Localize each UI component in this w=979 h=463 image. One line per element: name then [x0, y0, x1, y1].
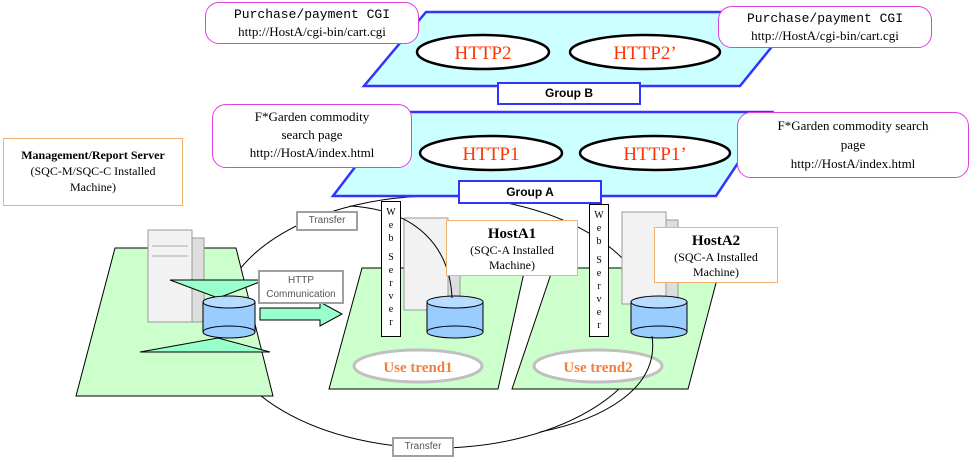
group-b-label: Group B	[497, 82, 641, 105]
collect-arrow-bottom	[139, 337, 271, 353]
http1-prime-callout: F*Garden commodity search page http://Ho…	[737, 112, 969, 178]
http2-callout: Purchase/payment CGI http://HostA/cgi-bi…	[205, 2, 419, 44]
transfer-top-label: Transfer	[296, 211, 358, 231]
collect-arrow-top	[169, 279, 266, 299]
use-trend1-label: Use trend1	[383, 360, 452, 376]
http2-prime-node-shape	[568, 33, 722, 71]
hosta1-transfer-curve	[349, 205, 453, 299]
hosta1-label: HostA1 (SQC-A Installed Machine)	[446, 220, 578, 276]
use-trend2-shape	[532, 348, 664, 384]
use-trend1-shape	[352, 348, 484, 384]
hosta1-database	[426, 295, 484, 339]
http2-node-shape	[415, 33, 551, 71]
group-a-label: Group A	[458, 180, 602, 204]
hosta2-transfer-curve	[539, 335, 654, 433]
hosta1-web-server-label: W e b S e r v e r	[381, 201, 401, 337]
http1-prime-node-shape	[578, 134, 732, 172]
http2-prime-label: HTTP2’	[613, 43, 676, 64]
management-server-label: Management/Report Server (SQC-M/SQC-C In…	[3, 138, 183, 206]
http1-prime-label: HTTP1’	[623, 144, 686, 165]
http2-prime-callout: Purchase/payment CGI http://HostA/cgi-bi…	[718, 6, 932, 48]
http2-label: HTTP2	[455, 43, 512, 64]
management-database	[202, 295, 256, 339]
hosta2-label: HostA2 (SQC-A Installed Machine)	[654, 227, 778, 283]
http-communication-label: HTTP Communication	[258, 270, 344, 304]
management-server-tower	[147, 229, 205, 323]
http1-node-shape	[418, 134, 564, 172]
http1-callout: F*Garden commodity search page http://Ho…	[212, 104, 412, 168]
use-trend2-label: Use trend2	[563, 360, 632, 376]
http-communication-arrow	[259, 301, 344, 327]
hosta2-web-server-label: W e b S e r v e r	[589, 204, 609, 337]
transfer-bottom-label: Transfer	[392, 437, 454, 457]
http1-label: HTTP1	[463, 144, 520, 165]
hosta2-database	[630, 295, 688, 339]
